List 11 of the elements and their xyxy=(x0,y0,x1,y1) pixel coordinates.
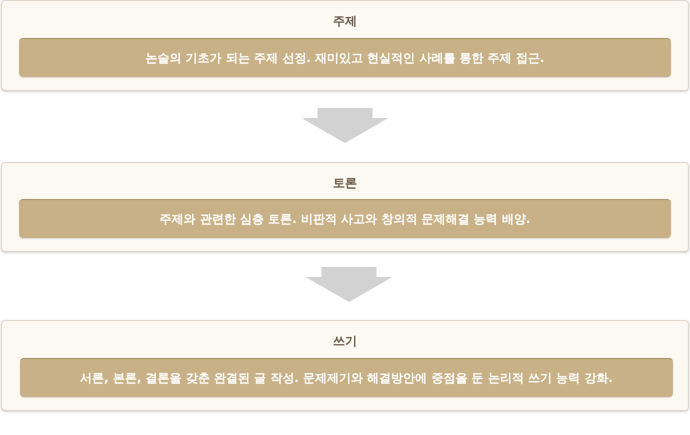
description-bar: 주제와 관련한 심층 토론. 비판적 사고와 창의적 문제해결 능력 배양. xyxy=(19,199,671,238)
description-bar: 논술의 기초가 되는 주제 선정. 재미있고 현실적인 사례를 통한 주제 접근. xyxy=(19,38,671,77)
step-title: 토론 xyxy=(333,175,357,191)
arrow xyxy=(302,108,388,143)
step-title: 주제 xyxy=(333,13,357,29)
description-bar: 서론, 본론, 결론을 갖춘 완결된 글 작성. 문제제기와 해결방안에 중점을 둔 논리적 쓰기 능력 강화. xyxy=(20,358,673,397)
step-title: 쓰기 xyxy=(333,333,357,349)
arrow xyxy=(306,267,392,302)
step-panel xyxy=(1,162,689,252)
step-panel xyxy=(1,320,689,411)
step-panel xyxy=(1,0,689,91)
